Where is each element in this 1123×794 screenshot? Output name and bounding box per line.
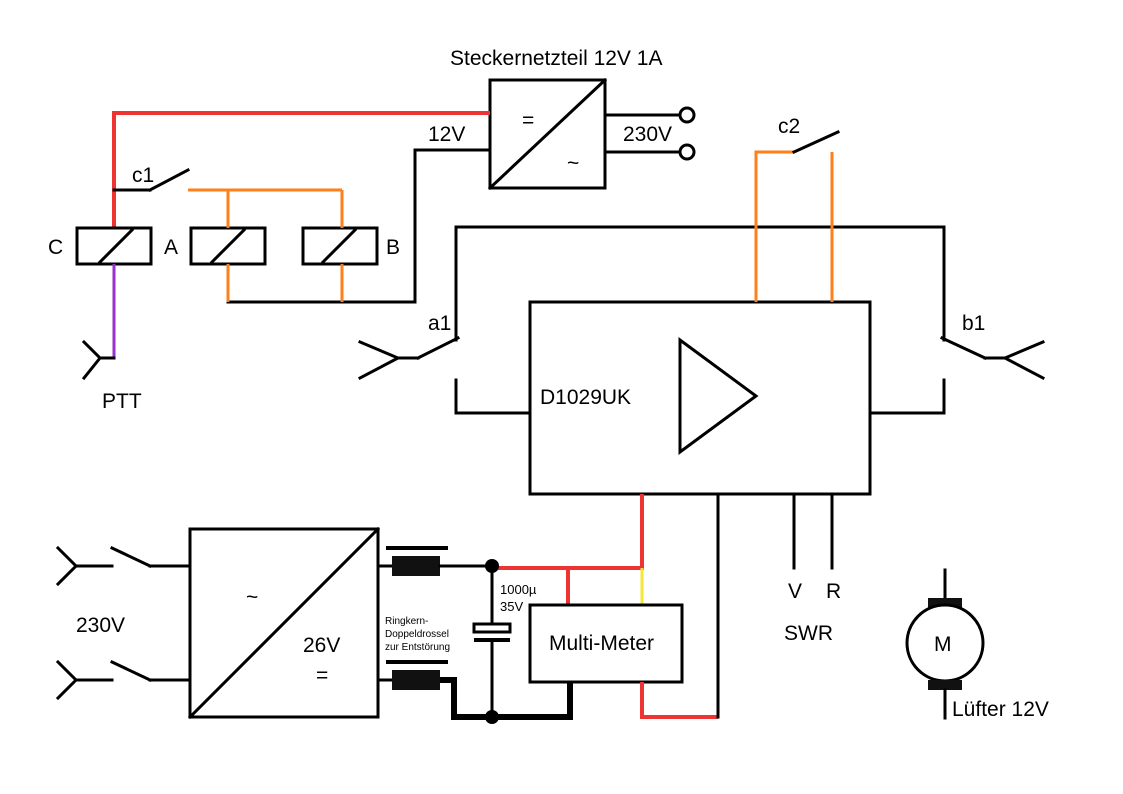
amplifier-triangle-icon (678, 337, 759, 455)
multimeter (528, 603, 684, 684)
terminal-icon (678, 106, 696, 124)
relay-contact-c1 (112, 167, 191, 193)
junction-dot (485, 710, 499, 724)
relay-coil-b (301, 226, 379, 266)
filter-capacitor (472, 564, 512, 719)
choke-bottom (376, 660, 448, 690)
choke-label-line3: zur Entstörung (385, 642, 450, 653)
choke-label-line2: Doppeldrossel (385, 629, 449, 640)
wallwart-ac-symbol: ~ (567, 152, 579, 175)
relay-coil-a (189, 226, 267, 266)
contact-c2-label: c2 (778, 115, 800, 138)
choke-label-line1: Ringkern- (385, 616, 428, 627)
ground-return-wire (440, 677, 573, 720)
fan-label: Lüfter 12V (952, 698, 1049, 721)
main-psu: ~ 26V = (187, 526, 381, 720)
mains-230v-label: 230V (76, 614, 125, 637)
antenna-switch-a1 (357, 335, 532, 415)
wallwart-dc-symbol: = (522, 109, 534, 132)
bypass-line (454, 225, 946, 342)
multimeter-label: Multi-Meter (549, 632, 654, 655)
swr-label: SWR (784, 622, 833, 645)
relay-b-label: B (386, 236, 400, 259)
swr-v-label: V (788, 580, 802, 603)
relay-coil-c (75, 226, 153, 266)
positive-rail-wire (492, 494, 644, 570)
meter-output-wire (640, 682, 718, 719)
supply-12v-label: 12V (428, 123, 465, 146)
relay-c-label: C (48, 236, 63, 259)
wallwart-ac-terminals (603, 106, 696, 161)
contact-c1-label: c1 (132, 164, 154, 187)
motor-symbol: M (934, 633, 952, 656)
psu-ac-symbol: ~ (246, 586, 258, 609)
wallwart-psu: = ~ (487, 77, 608, 191)
mains-switch-top (55, 545, 192, 587)
amplifier-block (528, 300, 872, 496)
wallwart-230v-label: 230V (623, 123, 672, 146)
c2-wire-left (754, 150, 794, 302)
capacitor-voltage-label: 35V (500, 599, 523, 614)
terminal-icon (678, 143, 696, 161)
ptt-label: PTT (102, 390, 142, 413)
mains-switch-bottom (55, 659, 192, 701)
swr-r-label: R (826, 580, 841, 603)
amplifier-label: D1029UK (540, 386, 631, 409)
wallwart-label: Steckernetzteil 12V 1A (450, 47, 662, 70)
switch-b1-label: b1 (962, 312, 985, 335)
psu-voltage-label: 26V (303, 634, 340, 657)
supply-return-wire (226, 148, 492, 304)
switch-a1-label: a1 (428, 312, 451, 335)
ptt-connector-icon (81, 339, 103, 381)
psu-dc-symbol: = (316, 664, 328, 687)
fan-motor (905, 568, 985, 720)
choke-top (376, 546, 448, 576)
antenna-switch-b1 (868, 336, 1046, 415)
relay-contact-c2 (792, 130, 840, 154)
relay-a-label: A (164, 236, 178, 259)
capacitor-value-label: 1000µ (500, 582, 537, 597)
